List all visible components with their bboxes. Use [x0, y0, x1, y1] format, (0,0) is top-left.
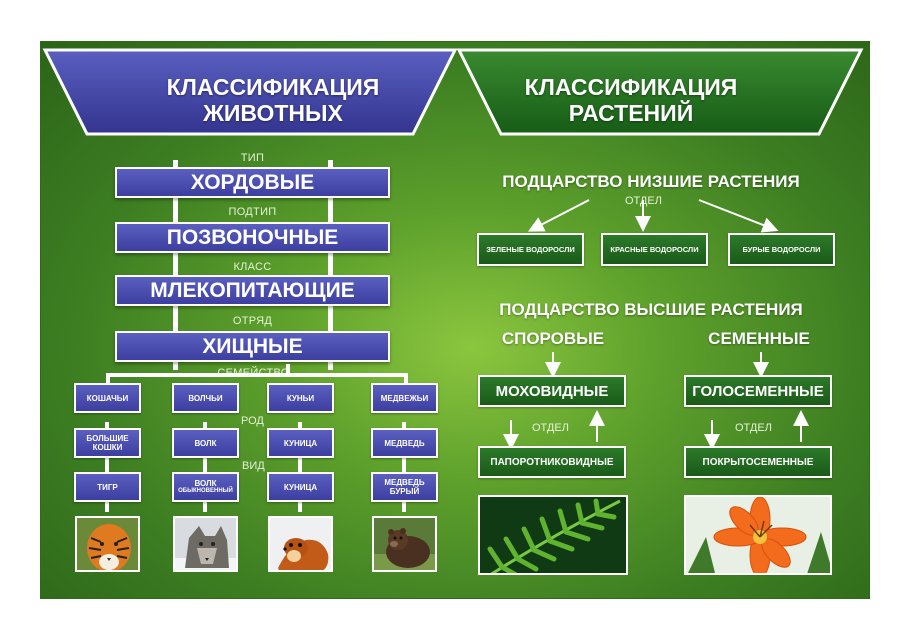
- lily-photo: [684, 495, 832, 575]
- animals-title: Классификация животных: [113, 74, 433, 126]
- genus-wolf: Волк: [172, 428, 239, 458]
- bear-photo: [372, 516, 437, 572]
- banner-shapes: [42, 48, 864, 136]
- plant-arrows: [503, 199, 809, 450]
- family-branch-line: [106, 373, 408, 385]
- fern-box: Папоротниковидные: [478, 446, 626, 478]
- box-vertebrates: Позвоночные: [115, 222, 390, 253]
- spore-group-title: Споровые: [501, 329, 605, 348]
- marten-photo: [268, 516, 333, 572]
- level-label-type: тип: [240, 152, 265, 164]
- level-label-class: класс: [233, 261, 272, 273]
- plants-banner: [456, 48, 864, 136]
- fern-photo: [478, 495, 628, 575]
- plants-title-line2: растений: [568, 100, 694, 126]
- species-common-wolf: Волк обыкновенный: [172, 472, 239, 502]
- animals-title-line1: Классификация: [166, 74, 380, 100]
- higher-plants-title: Подцарство высшие растения: [499, 300, 803, 319]
- brown-algae-box: Бурые водоросли: [728, 233, 835, 266]
- family-canidae: Волчьи: [172, 383, 239, 413]
- species-brown-bear: Медведь бурый: [371, 472, 438, 502]
- species-tiger: Тигр: [74, 472, 141, 502]
- genus-marten: Куница: [267, 428, 334, 458]
- genus-big-cats: Большие кошки: [74, 428, 141, 458]
- gymnosperms-box: Голосеменные: [684, 375, 832, 407]
- box-chordates: Хордовые: [115, 167, 390, 198]
- moss-box: Моховидные: [478, 375, 626, 407]
- green-algae-box: Зеленые водоросли: [477, 233, 584, 266]
- box-mammals: Млекопитающие: [115, 275, 390, 306]
- hierarchy-rail-left: [173, 160, 178, 370]
- plants-title-line1: Классификация: [524, 74, 738, 100]
- lower-plants-title: Подцарство низшие растения: [502, 172, 800, 191]
- plants-title: Классификация растений: [481, 74, 781, 126]
- family-mustelidae: Куньи: [267, 383, 334, 413]
- species-common-wolf-main: Волк: [194, 479, 217, 488]
- animals-title-line2: животных: [203, 100, 343, 126]
- arrow-to-green-algae: [527, 199, 590, 232]
- level-label-subtype: подтип: [228, 206, 277, 218]
- species-label: вид: [242, 460, 265, 472]
- classification-poster: Классификация животных Классификация рас…: [40, 41, 870, 599]
- arrow-to-brown-algae: [698, 199, 779, 233]
- seed-otdel-label: отдел: [735, 422, 772, 434]
- hierarchy-rail-right: [328, 160, 333, 370]
- genus-label: род: [241, 415, 264, 427]
- spore-otdel-label: отдел: [532, 422, 569, 434]
- red-algae-box: Красные водоросли: [601, 233, 708, 266]
- level-label-order: отряд: [232, 315, 273, 327]
- animals-banner: [42, 48, 458, 136]
- box-carnivores: Хищные: [115, 331, 390, 362]
- species-common-wolf-sub: обыкновенный: [178, 488, 233, 494]
- seed-group-title: Семенные: [708, 329, 810, 348]
- genus-bear: Медведь: [371, 428, 438, 458]
- wolf-photo: [173, 516, 238, 572]
- species-marten: Куница: [267, 472, 334, 502]
- family-ursidae: Медвежьи: [371, 383, 438, 413]
- angiosperms-box: Покрытосеменные: [684, 446, 832, 478]
- tiger-photo: [75, 516, 140, 572]
- family-felidae: Кошачьи: [74, 383, 141, 413]
